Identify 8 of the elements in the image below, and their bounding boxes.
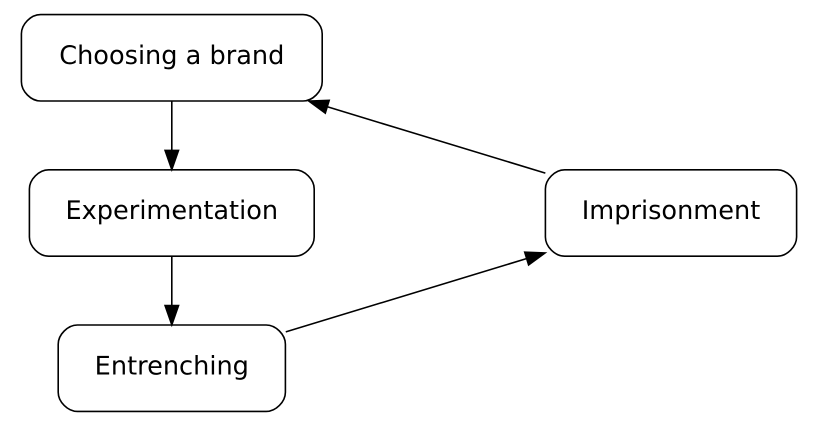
node-box: Choosing a brand bbox=[20, 14, 322, 102]
node-box: Experimentation bbox=[28, 169, 314, 257]
node-box: Imprisonment bbox=[544, 169, 797, 257]
arrow bbox=[306, 99, 546, 174]
node-box: Entrenching bbox=[56, 324, 286, 412]
arrow bbox=[163, 101, 180, 172]
arrow bbox=[163, 256, 180, 328]
arrow bbox=[285, 251, 547, 333]
